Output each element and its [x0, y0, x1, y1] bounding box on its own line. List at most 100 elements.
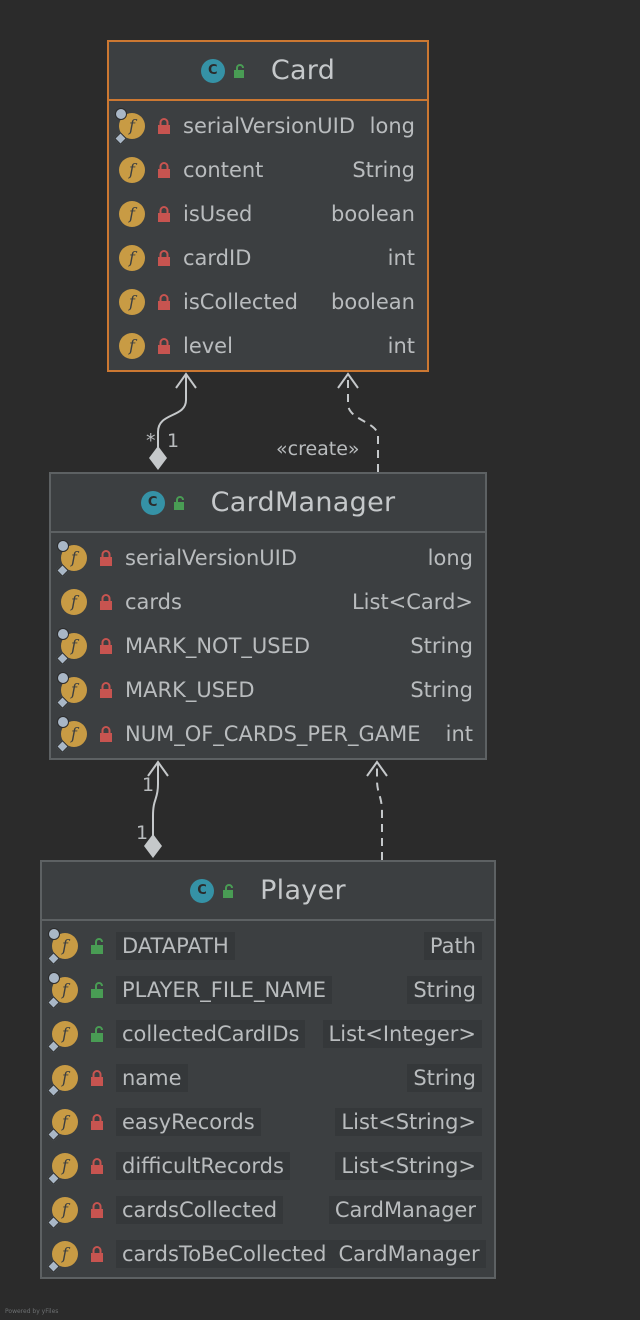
field-type: boolean	[331, 202, 415, 226]
field-row[interactable]: f MARK_NOT_USED String	[51, 624, 485, 668]
public-lock-icon	[223, 883, 234, 898]
field-name: difficultRecords	[116, 1152, 335, 1180]
public-lock-icon	[233, 63, 244, 78]
private-lock-icon	[91, 1202, 103, 1218]
class-header: C Player	[42, 862, 494, 921]
field-row[interactable]: f cards List<Card>	[51, 580, 485, 624]
field-type: List<String>	[335, 1152, 482, 1180]
final-marker-icon	[56, 740, 69, 753]
final-marker-icon	[47, 996, 60, 1009]
field-name: isUsed	[183, 202, 253, 226]
edge-create-dependency[interactable]	[347, 376, 379, 472]
field-icon: f	[47, 1021, 78, 1053]
public-lock-icon	[91, 1026, 103, 1042]
final-marker-icon	[47, 1040, 60, 1053]
field-icon: f	[56, 716, 87, 753]
composition-diamond-icon	[149, 446, 167, 470]
final-marker-icon	[56, 696, 69, 709]
field-name: cards	[125, 590, 182, 614]
field-type: String	[410, 634, 473, 658]
field-name: serialVersionUID	[183, 114, 355, 138]
multiplicity-target-label: 1	[142, 774, 155, 796]
field-name: cardsCollected	[116, 1196, 329, 1224]
edge-cardmanager-to-card[interactable]	[157, 376, 187, 448]
multiplicity-source-label: 1	[136, 822, 149, 844]
field-icon: f	[47, 1109, 78, 1141]
field-name: content	[183, 158, 264, 182]
field-type: CardManager	[332, 1240, 486, 1268]
static-marker-icon	[57, 540, 69, 552]
static-marker-icon	[57, 672, 69, 684]
public-lock-icon	[91, 938, 103, 954]
field-icon: f	[61, 589, 87, 615]
final-marker-icon	[47, 1216, 60, 1229]
static-marker-icon	[48, 928, 60, 940]
private-lock-icon	[158, 206, 170, 222]
public-lock-icon	[91, 982, 103, 998]
field-type: List<Card>	[351, 590, 473, 614]
private-lock-icon	[158, 118, 170, 134]
field-name: DATAPATH	[116, 932, 424, 960]
final-marker-icon	[47, 1084, 60, 1097]
field-icon: f	[56, 540, 87, 577]
private-lock-icon	[100, 550, 112, 566]
field-icon: f	[47, 1153, 78, 1185]
edge-player-dependency[interactable]	[376, 764, 383, 860]
private-lock-icon	[158, 162, 170, 178]
field-type: CardManager	[328, 1196, 482, 1224]
field-name: serialVersionUID	[125, 546, 297, 570]
field-icon: f	[114, 108, 145, 145]
field-icon: f	[119, 289, 145, 315]
field-type: int	[387, 246, 415, 270]
field-type: int	[387, 334, 415, 358]
field-icon: f	[119, 201, 145, 227]
field-type: List<Integer>	[322, 1020, 482, 1048]
private-lock-icon	[158, 294, 170, 310]
public-lock-icon	[173, 495, 184, 510]
field-icon: f	[56, 628, 87, 665]
static-marker-icon	[57, 628, 69, 640]
field-icon: f	[47, 928, 78, 965]
field-type: Path	[423, 932, 482, 960]
final-marker-icon	[47, 1128, 60, 1141]
multiplicity-target-label: 1	[167, 430, 180, 452]
private-lock-icon	[91, 1114, 103, 1130]
class-header: C Card	[109, 42, 427, 101]
field-name: collectedCardIDs	[116, 1020, 323, 1048]
field-icon: f	[119, 245, 145, 271]
final-marker-icon	[47, 952, 60, 965]
static-marker-icon	[57, 716, 69, 728]
field-name: NUM_OF_CARDS_PER_GAME	[125, 722, 421, 746]
class-icon: C	[140, 490, 165, 515]
field-row[interactable]: f isUsed boolean	[109, 192, 427, 236]
field-icon: f	[47, 972, 78, 1009]
field-icon: f	[47, 1197, 78, 1229]
edge-player-to-cardmanager[interactable]	[152, 764, 159, 836]
field-type: String	[410, 678, 473, 702]
private-lock-icon	[100, 594, 112, 610]
field-name: MARK_NOT_USED	[125, 634, 311, 658]
class-name: CardManager	[210, 487, 396, 518]
